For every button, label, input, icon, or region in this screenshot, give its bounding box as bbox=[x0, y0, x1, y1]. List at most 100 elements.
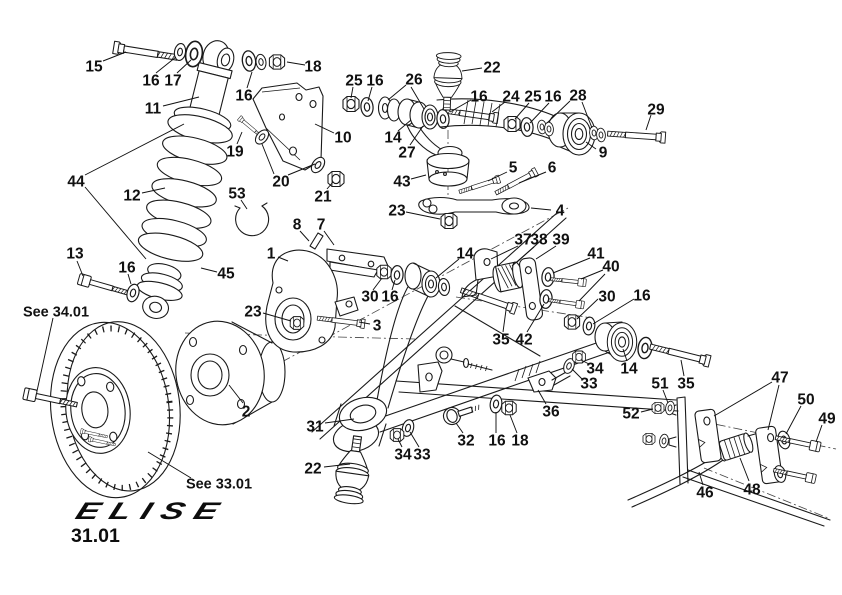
leader-line bbox=[455, 422, 464, 434]
leader-line bbox=[76, 260, 84, 277]
callout-label: 14 bbox=[456, 246, 474, 263]
callout-30: 30 bbox=[361, 277, 383, 306]
callout-30: 30 bbox=[576, 289, 616, 320]
callout-21: 21 bbox=[314, 181, 334, 206]
callout-44: 44 bbox=[67, 123, 185, 260]
callout-13: 13 bbox=[66, 246, 84, 277]
callout-7: 7 bbox=[317, 217, 335, 246]
leader-line bbox=[578, 273, 606, 302]
callout-14: 14 bbox=[384, 119, 412, 147]
leader-line bbox=[176, 59, 192, 74]
callout-label: 10 bbox=[334, 130, 351, 147]
leader-line bbox=[358, 321, 371, 325]
callout-label: 34 bbox=[586, 361, 604, 378]
callout-38: 38 bbox=[511, 232, 548, 267]
leader-line bbox=[435, 258, 460, 279]
callout-label: 33 bbox=[413, 447, 431, 464]
callout-label: 26 bbox=[405, 72, 423, 89]
leader-line bbox=[509, 414, 518, 434]
leader-line bbox=[461, 67, 483, 72]
callout-19: 19 bbox=[226, 131, 244, 161]
callout-label: 1 bbox=[267, 246, 276, 263]
leader-line bbox=[397, 438, 403, 448]
callout-label: 30 bbox=[361, 289, 378, 306]
callout-label: 13 bbox=[66, 246, 84, 263]
callout-label: 27 bbox=[398, 145, 415, 162]
callout-label: 32 bbox=[457, 433, 474, 450]
callout-6: 6 bbox=[518, 160, 557, 184]
callout-2: 2 bbox=[228, 384, 251, 421]
callout-37: 37 bbox=[490, 232, 532, 260]
callout-label: 16 bbox=[470, 89, 488, 106]
callout-22: 22 bbox=[304, 461, 351, 478]
leader-line bbox=[228, 384, 244, 404]
leader-line bbox=[518, 171, 547, 184]
spring-seat bbox=[426, 152, 470, 187]
callout-48: 48 bbox=[739, 457, 761, 499]
callout-24: 24 bbox=[491, 89, 520, 113]
callout-label: 37 bbox=[514, 232, 531, 249]
leader-line bbox=[490, 245, 519, 260]
callout-40: 40 bbox=[578, 259, 620, 302]
callout-label: 43 bbox=[393, 174, 411, 191]
leader-line bbox=[698, 471, 704, 486]
callout-label: 3 bbox=[373, 318, 382, 335]
callout-label: 42 bbox=[515, 332, 532, 349]
callout-label: 38 bbox=[530, 232, 548, 249]
leader-line bbox=[387, 84, 407, 101]
leader-line bbox=[155, 56, 177, 74]
callout-27: 27 bbox=[398, 125, 424, 162]
callout-53: 53 bbox=[228, 186, 248, 210]
callout-label: 18 bbox=[304, 59, 322, 76]
callout-label: 48 bbox=[743, 482, 761, 499]
callout-label: 14 bbox=[384, 130, 402, 147]
reference-see-34-01: See 34.01 bbox=[23, 305, 89, 392]
leader-line bbox=[84, 123, 185, 176]
leader-line bbox=[580, 269, 604, 280]
callout-1: 1 bbox=[267, 246, 289, 263]
callout-15: 15 bbox=[85, 51, 127, 76]
callout-10: 10 bbox=[314, 123, 352, 147]
upright-knuckle bbox=[265, 232, 389, 353]
leader-line bbox=[514, 102, 530, 120]
callout-4: 4 bbox=[530, 203, 565, 220]
callout-25: 25 bbox=[514, 89, 542, 120]
leader-line bbox=[537, 389, 547, 405]
callout-42: 42 bbox=[515, 303, 545, 349]
callout-label: 9 bbox=[599, 145, 608, 162]
leader-line bbox=[84, 186, 147, 260]
callout-label: 39 bbox=[552, 232, 570, 249]
callout-label: 22 bbox=[304, 461, 321, 478]
leader-line bbox=[815, 424, 823, 443]
callout-label: 19 bbox=[226, 144, 244, 161]
hub-assembly bbox=[175, 320, 286, 426]
leader-line bbox=[299, 230, 310, 242]
callout-41: 41 bbox=[552, 246, 605, 274]
leader-line bbox=[323, 463, 351, 468]
leader-line bbox=[640, 408, 654, 413]
callout-16: 16 bbox=[118, 260, 136, 285]
callout-label: 46 bbox=[696, 485, 714, 502]
callout-label: 25 bbox=[345, 73, 363, 90]
callout-16: 16 bbox=[592, 288, 651, 325]
leader-line bbox=[326, 181, 334, 190]
callout-label: 44 bbox=[67, 174, 85, 191]
callout-label: 2 bbox=[242, 404, 251, 421]
callout-22: 22 bbox=[461, 60, 501, 77]
callout-39: 39 bbox=[535, 232, 570, 260]
callout-label: 23 bbox=[244, 304, 262, 321]
callout-16: 16 bbox=[449, 89, 488, 113]
drop-link bbox=[389, 346, 517, 442]
callout-label: 51 bbox=[651, 376, 669, 393]
callout-label: 18 bbox=[511, 433, 529, 450]
callout-label: 53 bbox=[228, 186, 246, 203]
callout-49: 49 bbox=[815, 411, 836, 443]
callout-label: 36 bbox=[542, 404, 560, 421]
callout-label: 7 bbox=[317, 217, 326, 234]
front-pivot-mount bbox=[461, 248, 597, 337]
callout-34: 34 bbox=[394, 438, 412, 464]
callout-16: 16 bbox=[529, 89, 562, 124]
callout-label: 41 bbox=[587, 246, 605, 263]
